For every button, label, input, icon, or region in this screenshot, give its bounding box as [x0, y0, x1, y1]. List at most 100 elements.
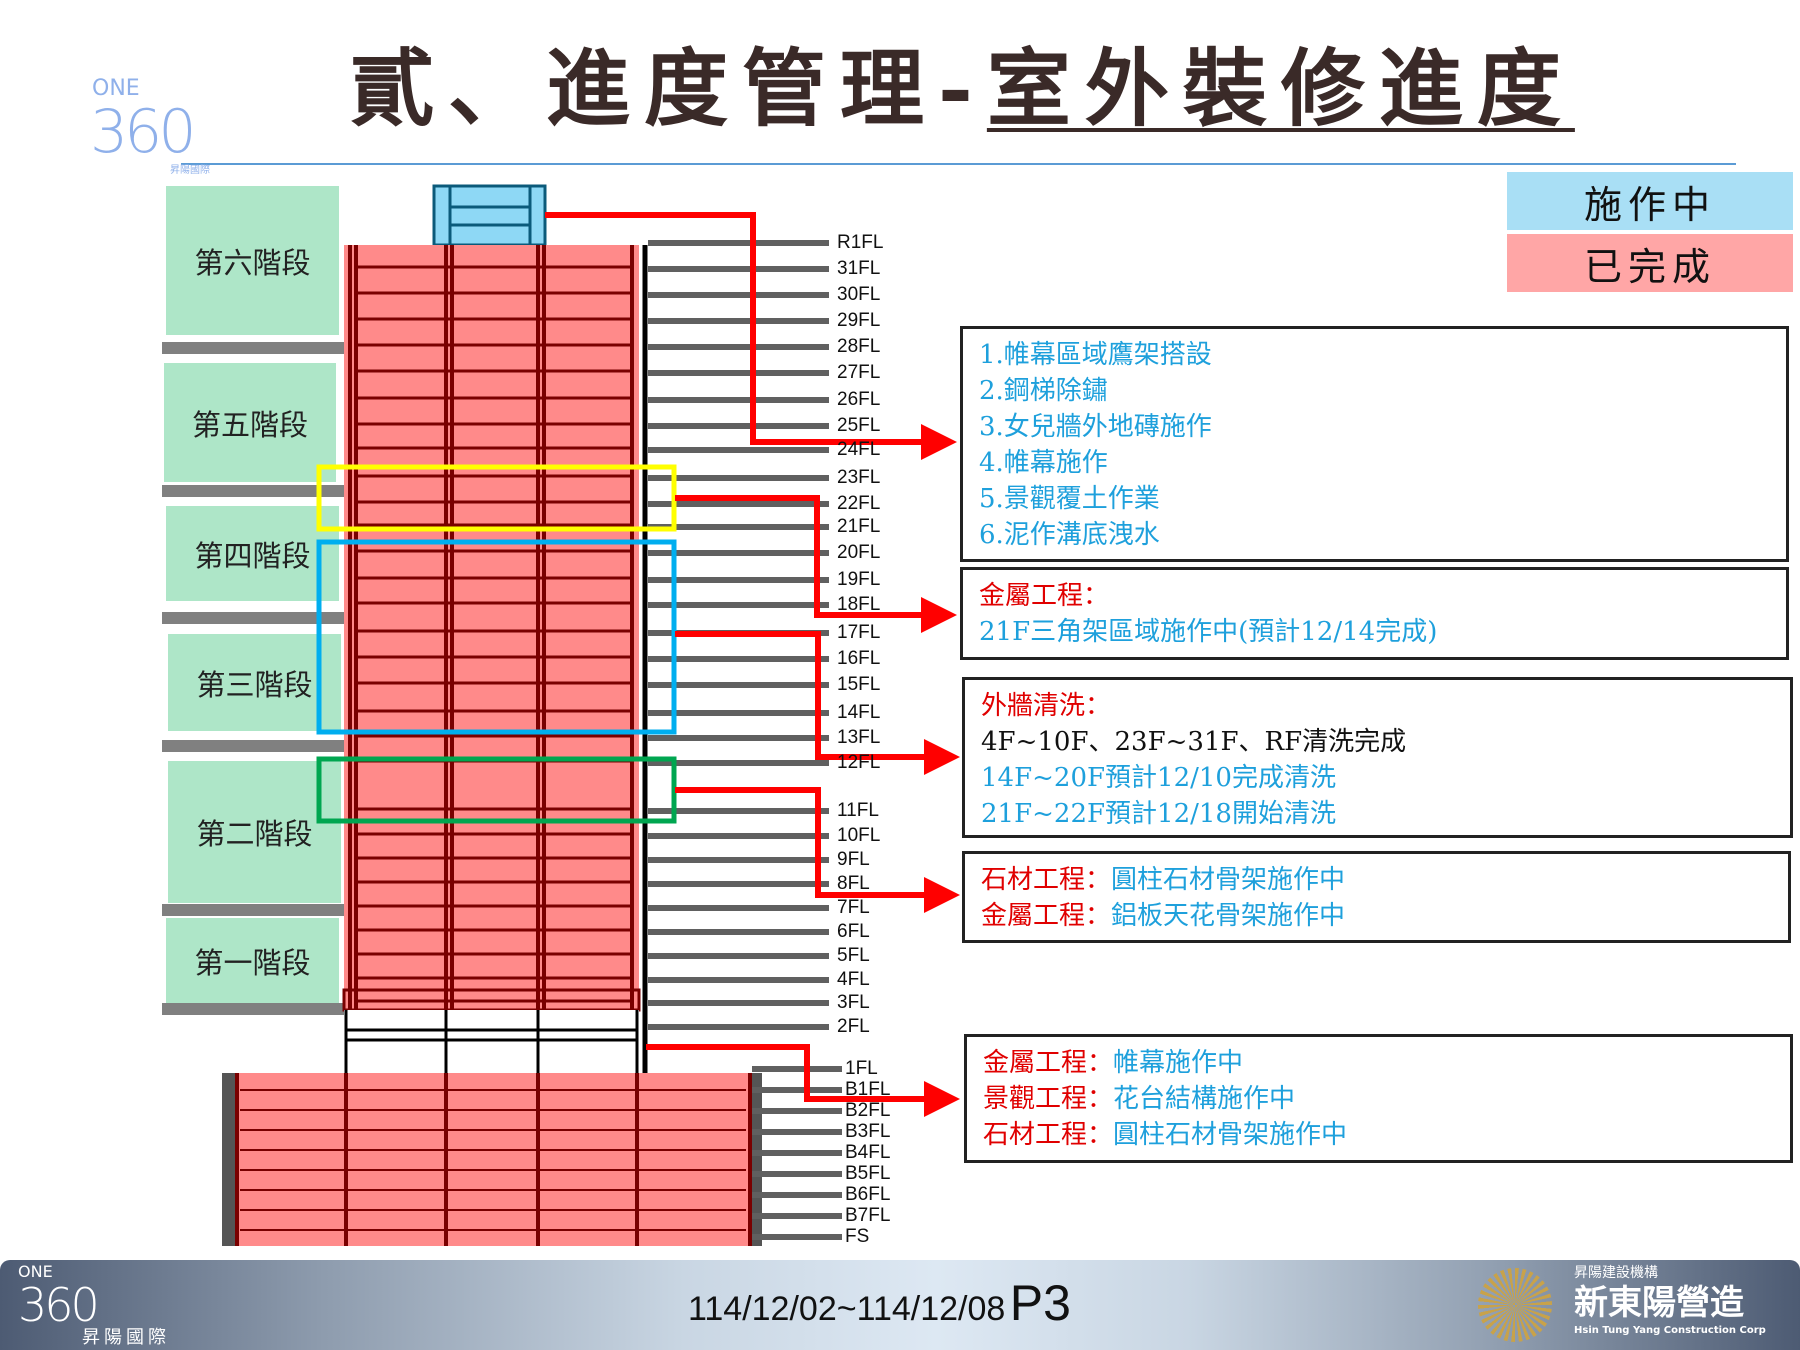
note-line: 21F三角架區域施作中(預計12/14完成) — [979, 617, 1438, 647]
floor-label: 16FL — [837, 648, 881, 669]
note-ground-floor: 金屬工程：帷幕施作中 景觀工程：花台結構施作中 石材工程：圓柱石材骨架施作中 — [964, 1034, 1793, 1163]
tower-completed — [344, 245, 639, 1010]
floor-label: 30FL — [837, 284, 881, 305]
note-metal-21f: 金屬工程： 21F三角架區域施作中(預計12/14完成) — [960, 567, 1789, 660]
note-line: 石材工程：圓柱石材骨架施作中 — [981, 862, 1788, 898]
note-stone-metal: 石材工程：圓柱石材骨架施作中 金屬工程：鋁板天花骨架施作中 — [962, 851, 1791, 943]
floor-label: 11FL — [837, 800, 879, 821]
company-name-en: Hsin Tung Yang Construction Corp — [1574, 1325, 1766, 1336]
floor-label: 8FL — [837, 873, 870, 894]
arrow-stone-metal — [675, 787, 960, 913]
floor-label: B2FL — [845, 1100, 891, 1121]
stage-label: 第五階段 — [191, 407, 308, 442]
podium-wall-left — [222, 1073, 235, 1246]
floor-label: 5FL — [837, 945, 870, 966]
floor-label: R1FL — [837, 232, 884, 253]
floor-label: 18FL — [837, 594, 881, 615]
floor-label: 12FL — [837, 752, 881, 773]
stage-label: 第六階段 — [194, 245, 311, 280]
note-line: 5.景觀覆土作業 — [979, 484, 1160, 514]
floor-label: 20FL — [837, 542, 881, 563]
note-label: 金屬工程： — [983, 1048, 1114, 1078]
legend-completed: 已完成 — [1507, 234, 1793, 292]
floor-label: 15FL — [837, 674, 881, 695]
footer-date-page: 114/12/02~114/12/08 P3 — [688, 1274, 1071, 1332]
note-text: 圓柱石材骨架施作中 — [1111, 865, 1346, 895]
highlight-green-box — [316, 756, 677, 824]
stage-6: 第六階段 — [166, 186, 339, 335]
floor-label: 29FL — [837, 310, 881, 331]
podium-completed — [235, 1073, 752, 1246]
note-heading: 金屬工程： — [979, 581, 1110, 611]
footer-logo: ONE 360 昇陽國際 — [18, 1264, 198, 1348]
note-line: 4.帷幕施作 — [979, 448, 1108, 478]
floor-label: 14FL — [837, 702, 881, 723]
stage-2: 第二階段 — [168, 761, 341, 903]
note-line: 14F~20F預計12/10完成清洗 — [981, 763, 1336, 793]
stage-1: 第一階段 — [166, 918, 339, 1004]
footer-logo-one: ONE — [18, 1262, 53, 1281]
floor-label: 26FL — [837, 389, 881, 410]
company-name: 新東陽營造 — [1574, 1283, 1744, 1323]
title-prefix: 貳、進度管理- — [350, 39, 987, 138]
note-label: 景觀工程： — [983, 1084, 1114, 1114]
logo-subtitle: 昇陽國際 — [170, 165, 210, 176]
note-line: 1.帷幕區域鷹架搭設 — [979, 340, 1212, 370]
one360-logo: ONE 360 昇陽國際 — [90, 78, 240, 193]
logo-one: ONE — [92, 76, 140, 101]
footer-bar: ONE 360 昇陽國際 114/12/02~114/12/08 P3 昇陽建設… — [0, 1260, 1800, 1350]
floor-label: 4FL — [837, 969, 870, 990]
note-wall-cleaning: 外牆清洗： 4F~10F、23F~31F、RF清洗完成 14F~20F預計12/… — [962, 677, 1793, 838]
note-line: 金屬工程：帷幕施作中 — [983, 1045, 1790, 1081]
floor-label: B1FL — [845, 1079, 891, 1100]
floor-label: FS — [845, 1226, 870, 1247]
floor-label: 23FL — [837, 467, 881, 488]
floor-label: 25FL — [837, 415, 881, 436]
page-title: 貳、進度管理-室外裝修進度 — [350, 22, 1575, 143]
tower-grid — [342, 245, 641, 1027]
highlight-yellow-box — [316, 464, 677, 532]
footer-logo-subtitle: 昇陽國際 — [82, 1327, 170, 1348]
roof-structure-lines — [448, 186, 532, 245]
stage-label: 第四階段 — [194, 538, 311, 573]
floor-label: 31FL — [837, 258, 881, 279]
arrow-ground — [646, 1044, 960, 1117]
stage-label: 第一階段 — [194, 946, 311, 980]
note-line: 3.女兒牆外地磚施作 — [979, 412, 1212, 442]
footer-logo-number: 360 — [18, 1278, 100, 1332]
stage-4: 第四階段 — [166, 506, 339, 601]
note-text: 圓柱石材骨架施作中 — [1113, 1120, 1348, 1150]
note-line: 2.鋼梯除鏽 — [979, 376, 1108, 406]
title-divider — [181, 163, 1736, 165]
floor-label: B7FL — [845, 1205, 891, 1226]
lobby-lines — [344, 1010, 639, 1073]
floor-label: 17FL — [837, 622, 881, 643]
title-underlined: 室外裝修進度 — [986, 39, 1575, 138]
floor-label: 6FL — [837, 921, 870, 942]
floor-label: 10FL — [837, 825, 881, 846]
stage-label: 第二階段 — [196, 817, 313, 851]
stage-label: 第三階段 — [196, 667, 313, 702]
floor-label: 27FL — [837, 362, 881, 383]
date-range: 114/12/02~114/12/08 — [688, 1290, 1006, 1328]
note-line: 石材工程：圓柱石材骨架施作中 — [983, 1117, 1790, 1153]
note-label: 石材工程： — [983, 1120, 1114, 1150]
podium-wall-right — [752, 1073, 762, 1246]
floor-label: 21FL — [837, 516, 881, 537]
company-block: 昇陽建設機構 新東陽營造 Hsin Tung Yang Construction… — [1574, 1264, 1766, 1337]
floor-label: 28FL — [837, 336, 881, 357]
stage-5: 第五階段 — [164, 363, 336, 482]
note-roof: 1.帷幕區域鷹架搭設 2.鋼梯除鏽 3.女兒牆外地磚施作 4.帷幕施作 5.景觀… — [960, 326, 1789, 562]
sun-logo-icon — [1478, 1268, 1552, 1342]
floor-label: 22FL — [837, 493, 881, 514]
note-line: 4F~10F、23F~31F、RF清洗完成 — [981, 727, 1407, 757]
note-label: 金屬工程： — [981, 901, 1112, 931]
note-line: 金屬工程：鋁板天花骨架施作中 — [981, 898, 1788, 934]
note-line: 景觀工程：花台結構施作中 — [983, 1081, 1790, 1117]
arrow-cleaning — [675, 631, 960, 775]
floor-label: B4FL — [845, 1142, 891, 1163]
floor-label: B6FL — [845, 1184, 891, 1205]
arrow-21f — [675, 495, 957, 633]
floor-label: B5FL — [845, 1163, 891, 1184]
